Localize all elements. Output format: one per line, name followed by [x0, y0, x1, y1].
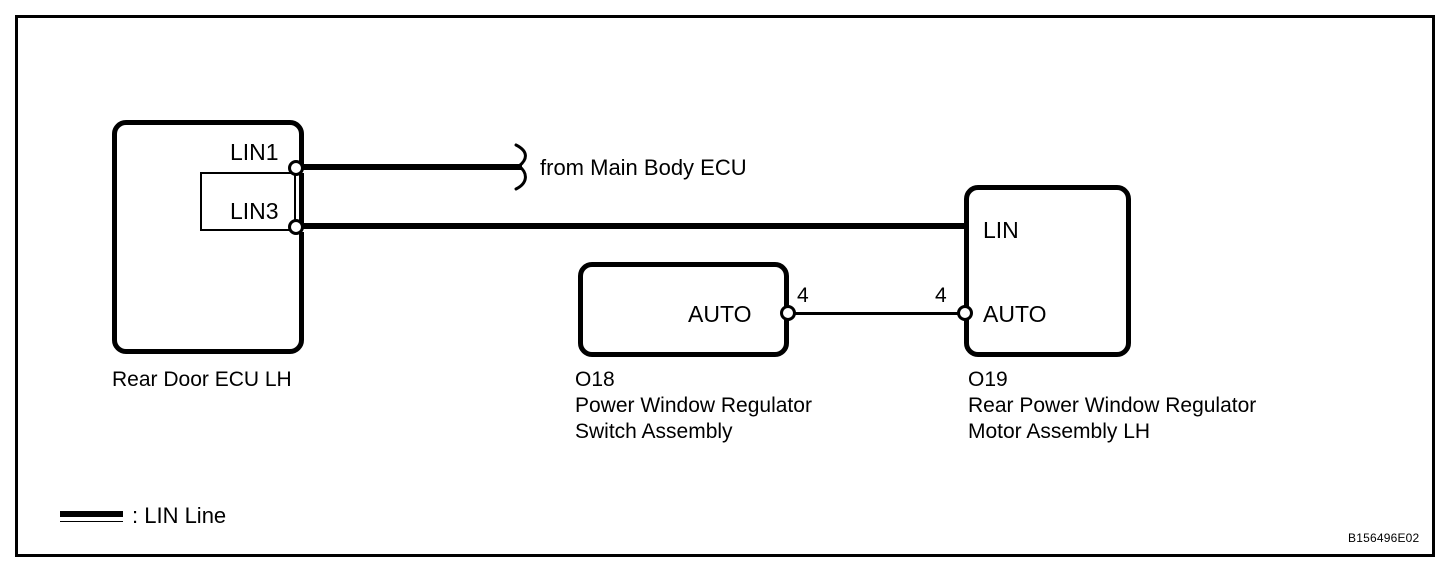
annotation-from-main-body-ecu: from Main Body ECU: [540, 155, 747, 180]
component-box-power-window-switch: [578, 262, 789, 357]
caption-line: Motor Assembly LH: [968, 420, 1151, 443]
caption-power-window-switch: O18 Power Window Regulator Switch Assemb…: [575, 367, 812, 445]
legend-label: : LIN Line: [132, 503, 227, 528]
caption-line: Switch Assembly: [575, 420, 733, 443]
connector-terminal-lin3: [288, 219, 304, 235]
component-box-rear-door-ecu: [112, 120, 304, 354]
diagram-frame: [15, 15, 1435, 557]
pin-label-auto-motor: AUTO: [983, 301, 1047, 327]
legend: : LIN Line: [60, 505, 226, 527]
pin-label-lin-motor: LIN: [983, 217, 1019, 243]
wire-break-squiggle-icon: [514, 143, 527, 191]
lin-line-swatch-icon: [60, 510, 123, 522]
connector-terminal-auto-motor: [957, 305, 973, 321]
pin-label-auto-switch: AUTO: [688, 301, 752, 327]
connector-id: O19: [968, 368, 1008, 391]
lin-line-from-lin3: [296, 223, 968, 232]
connector-terminal-auto-switch: [780, 305, 796, 321]
caption-line: Power Window Regulator: [575, 394, 812, 417]
caption-power-window-motor: O19 Rear Power Window Regulator Motor As…: [968, 367, 1256, 445]
pin-label-lin1: LIN1: [230, 139, 279, 165]
caption-line: Rear Power Window Regulator: [968, 394, 1257, 417]
connector-terminal-lin1: [288, 160, 304, 176]
component-box-power-window-motor: [964, 185, 1131, 357]
pin-label-lin3: LIN3: [230, 198, 279, 224]
rear-door-ecu-internal-circuit: [200, 172, 296, 231]
lin-line-from-lin1: [296, 164, 522, 173]
pin-number-auto-motor: 4: [935, 284, 947, 307]
connector-id: O18: [575, 368, 615, 391]
pin-number-auto-switch: 4: [797, 284, 809, 307]
caption-rear-door-ecu: Rear Door ECU LH: [112, 367, 292, 393]
caption-line: Rear Door ECU LH: [112, 368, 292, 391]
figure-code: B156496E02: [1348, 531, 1420, 545]
wire-auto-switch-to-motor: [788, 312, 966, 315]
